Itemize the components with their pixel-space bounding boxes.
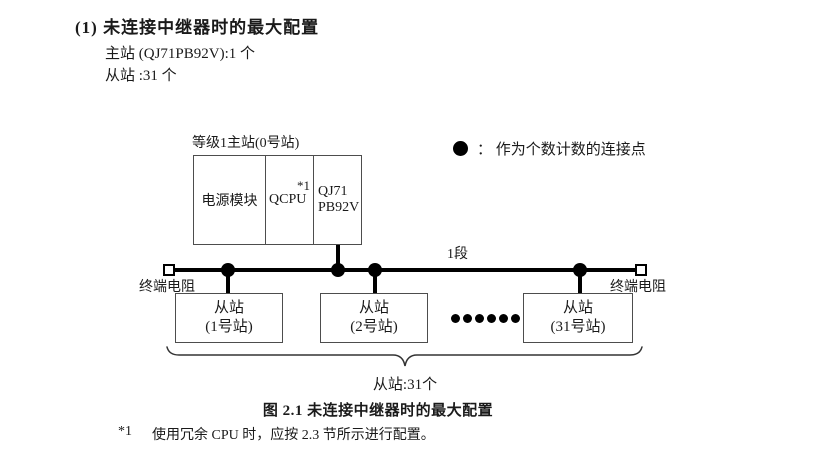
connection-point-icon [368,263,382,277]
footnote-text: 使用冗余 CPU 时，应按 2.3 节所示进行配置。 [152,428,435,443]
slave-label: 从站 [213,300,244,317]
section-heading: (1) 未连接中继器时的最大配置 [75,18,320,37]
slave-label: 从站 [562,300,593,317]
left-terminator-label: 终端电阻 [139,280,195,295]
connection-point-icon [573,263,587,277]
right-terminator-label: 终端电阻 [610,280,666,295]
cpu-label: QCPU [269,192,307,207]
left-terminator-icon [163,264,175,276]
slave-station-box-1: 从站 (1号站) [175,293,283,343]
bus-line [175,268,635,272]
segment-label: 1段 [447,247,468,262]
connection-point-icon [331,263,345,277]
power-module-cell: 电源模块 [194,156,266,244]
slave-station-box-2: 从站 (2号站) [320,293,428,343]
connection-point-legend-icon [453,141,468,156]
master-station-box: 电源模块 *1 QCPU QJ71 PB92V [193,155,362,245]
cpu-footnote-marker: *1 [297,178,310,193]
master-station-label: 等级1主站(0号站) [192,136,300,151]
slaves-brace [166,346,643,367]
cpu-cell: *1 QCPU [266,156,314,244]
master-drop-line [336,245,340,271]
slave-count-line: 从站 :31 个 [105,68,177,84]
pb92v-module-label-line2: PB92V [318,200,360,215]
slave-station-number: (31号站) [550,319,606,335]
figure-caption: 图 2.1 未连接中继器时的最大配置 [262,403,494,419]
power-module-label: 电源模块 [201,194,258,209]
more-slaves-ellipsis-icon [451,314,520,323]
legend-text: ： 作为个数计数的连接点 [477,142,646,158]
pb92v-module-label-line1: QJ71 [318,183,348,199]
pb92v-module-cell: QJ71 PB92V [314,156,361,244]
master-count-line: 主站 (QJ71PB92V):1 个 [105,46,256,62]
slave-station-box-31: 从站 (31号站) [523,293,633,343]
right-terminator-icon [635,264,647,276]
slave1-drop-line [226,270,230,294]
slaves-total-label: 从站:31个 [372,377,438,393]
slave2-drop-line [373,270,377,294]
slave-label: 从站 [358,300,389,317]
footnote-marker: *1 [118,424,132,439]
slave31-drop-line [578,270,582,294]
slave-station-number: (2号站) [350,319,398,335]
legend: ： 作为个数计数的连接点 [453,138,646,159]
connection-point-icon [221,263,235,277]
slave-station-number: (1号站) [205,319,253,335]
